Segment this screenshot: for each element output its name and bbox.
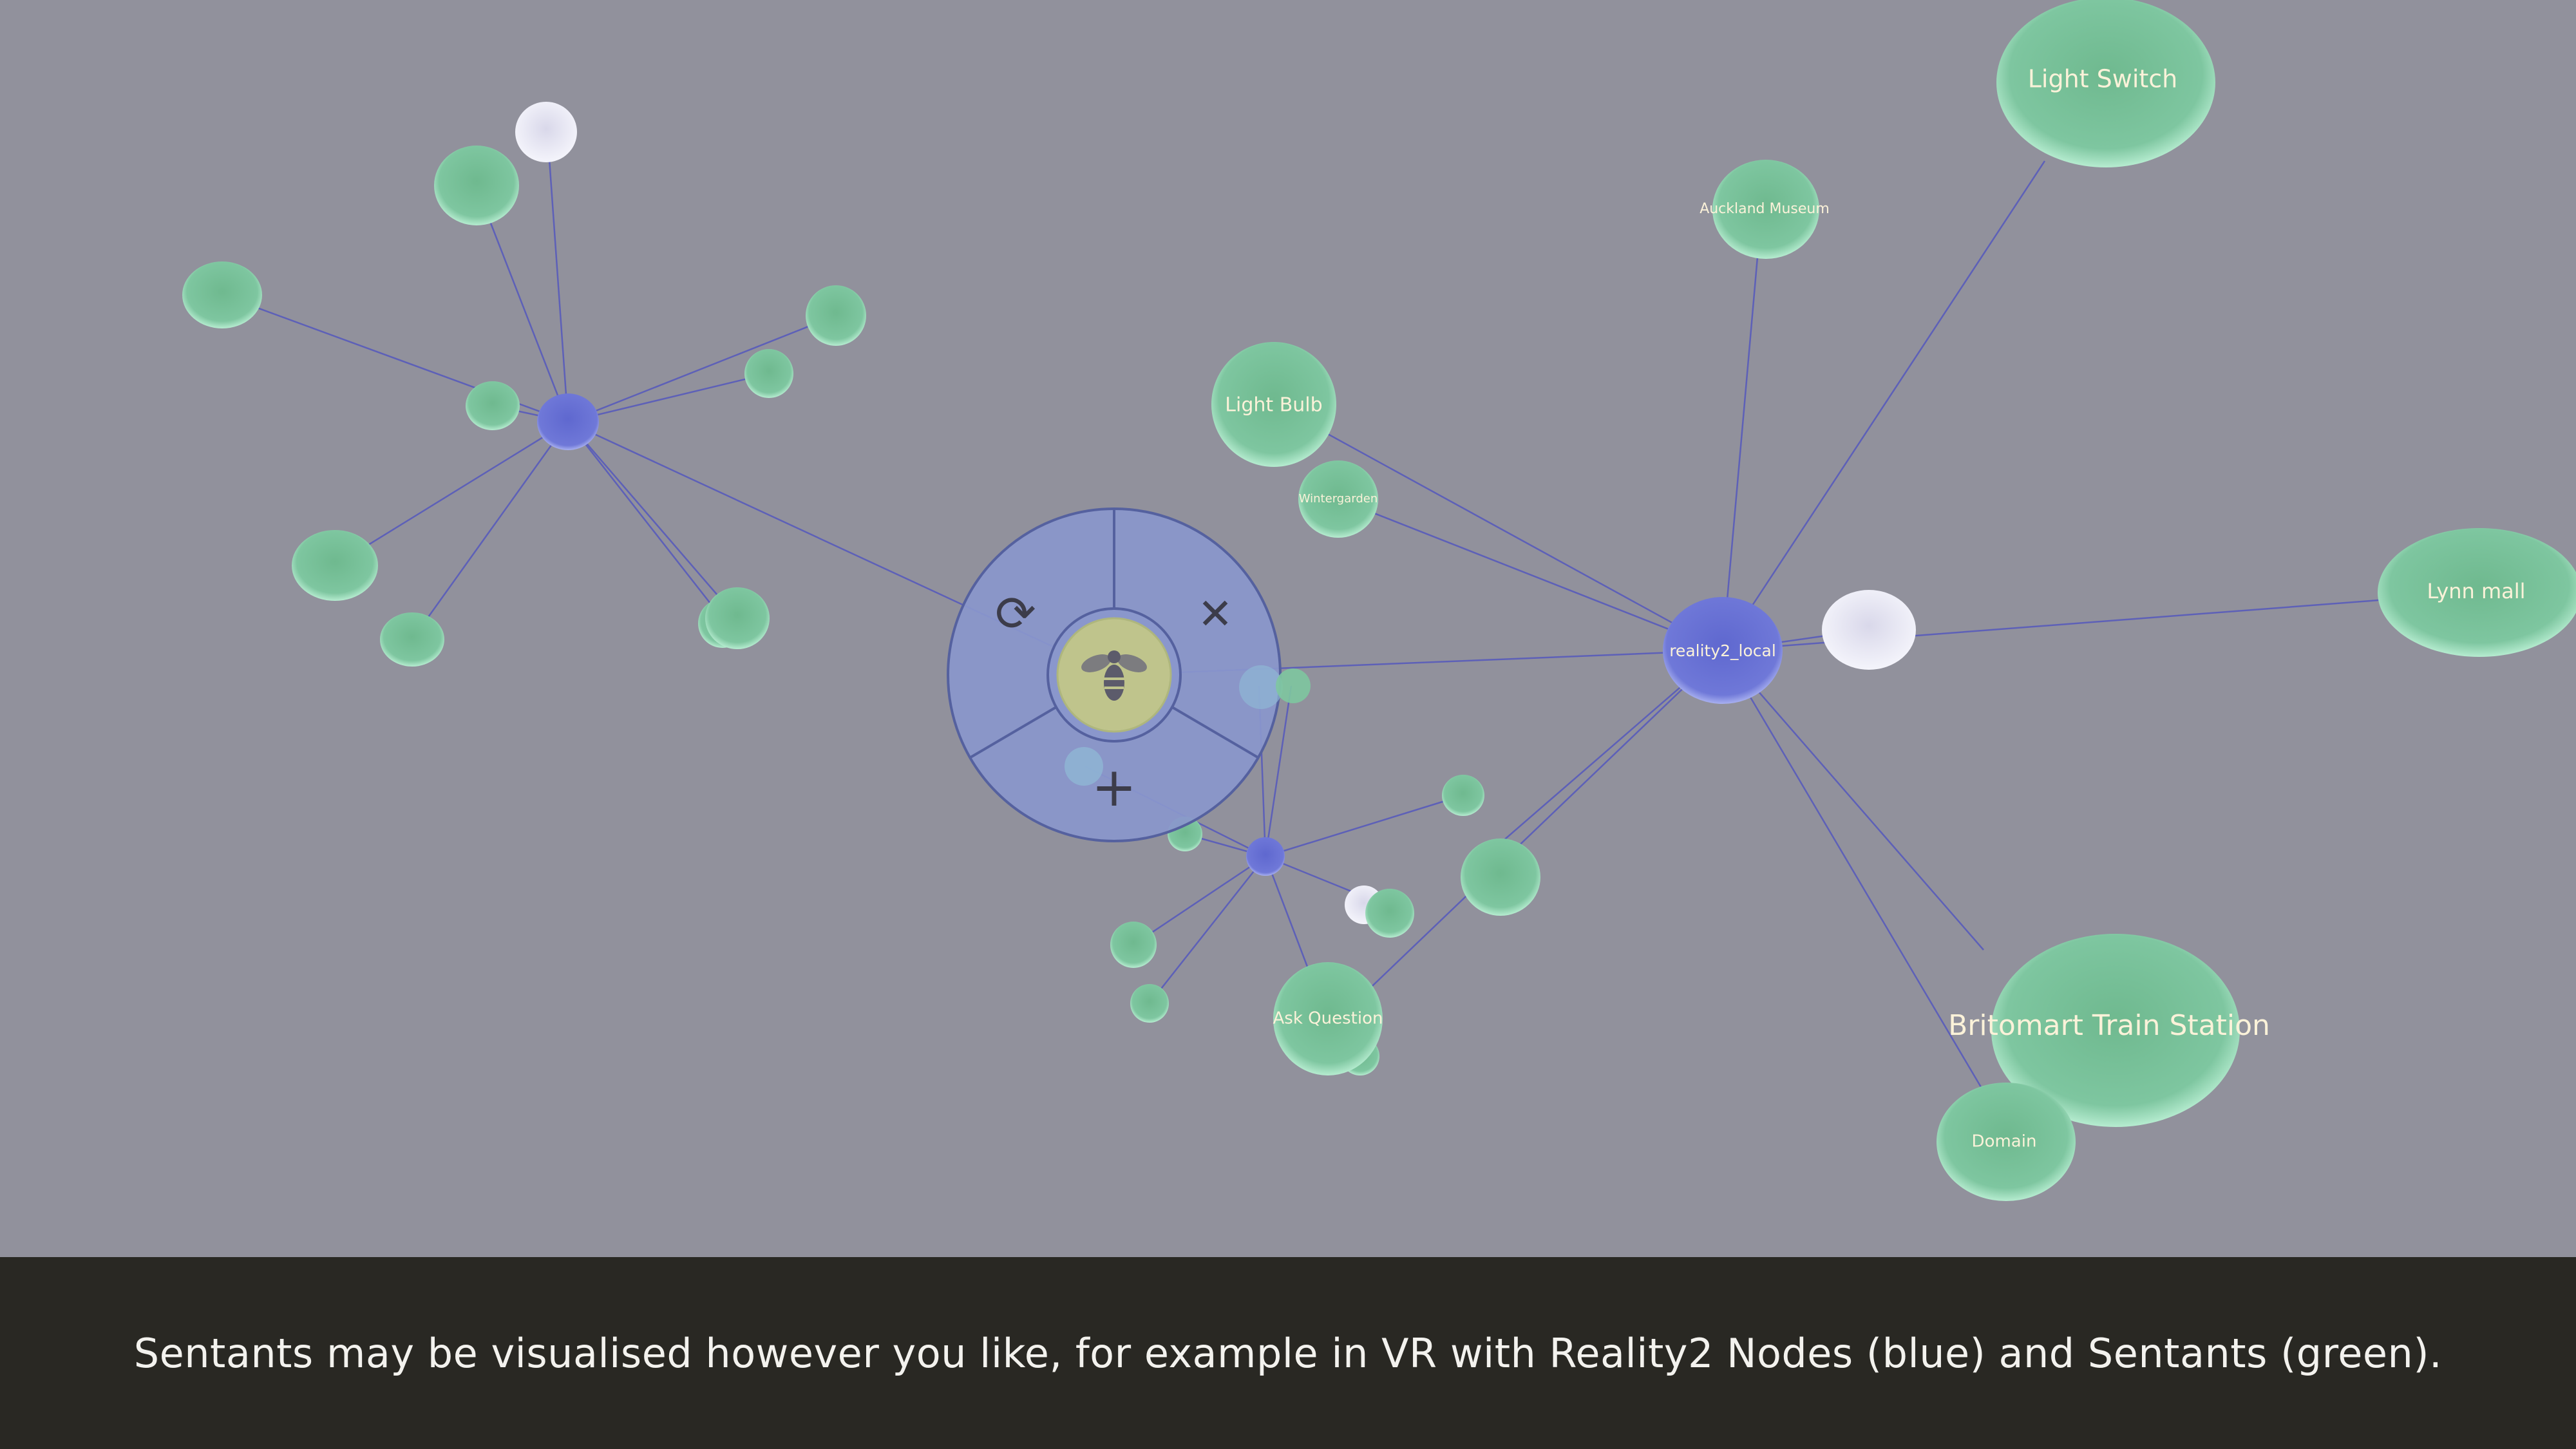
sentant-label: Light Bulb xyxy=(1225,394,1322,417)
link xyxy=(567,372,770,423)
link xyxy=(411,421,569,640)
menu-divider xyxy=(969,706,1057,759)
sentant-label: Ask Question xyxy=(1273,1009,1383,1028)
ghost-sentant xyxy=(1276,668,1311,703)
sentant[interactable] xyxy=(1110,922,1157,968)
right-cluster xyxy=(1211,0,2576,1201)
link xyxy=(1273,403,1723,652)
node-hub-left[interactable] xyxy=(537,393,599,450)
sentant-light-switch[interactable] xyxy=(1996,0,2215,167)
node-reality2-local[interactable] xyxy=(1663,597,1783,704)
radial-menu: ⟳ ✕ + xyxy=(947,507,1311,842)
sentant-britomart[interactable] xyxy=(1991,934,2240,1127)
sentant[interactable] xyxy=(434,146,519,225)
link xyxy=(1342,650,1723,1015)
link xyxy=(567,421,725,622)
network-graph: ⟳ ✕ + Light Switch Auckland Museum Light… xyxy=(182,0,2576,1201)
sentant[interactable] xyxy=(182,261,262,328)
link xyxy=(334,421,569,567)
bottom-cluster xyxy=(1110,775,1540,1075)
sentant-lynn-mall[interactable] xyxy=(2378,528,2576,657)
link xyxy=(546,131,569,422)
sentant[interactable] xyxy=(380,612,444,667)
sentant-label: Domain xyxy=(1972,1132,2037,1151)
link xyxy=(1721,650,1994,1108)
sentant-label: Wintergarden xyxy=(1299,492,1378,506)
sentant-domain[interactable] xyxy=(1937,1083,2076,1201)
link xyxy=(1721,160,2046,651)
sentant[interactable] xyxy=(705,587,770,649)
link xyxy=(1722,650,1984,951)
sentant-label: Light Switch xyxy=(2028,65,2178,93)
sentant[interactable] xyxy=(744,349,793,398)
labels: Light Switch Auckland Museum Light Bulb … xyxy=(1225,65,2525,1151)
refresh-icon[interactable]: ⟳ xyxy=(995,585,1036,642)
sentant[interactable] xyxy=(1442,775,1484,816)
sentant-label: Auckland Museum xyxy=(1700,201,1830,217)
plus-icon[interactable]: + xyxy=(1092,755,1137,819)
vr-scene: ⟳ ✕ + Light Switch Auckland Museum Light… xyxy=(182,0,2576,1201)
sentant[interactable] xyxy=(292,530,378,601)
sentant-label: Britomart Train Station xyxy=(1948,1009,2270,1042)
sentant[interactable] xyxy=(466,381,520,430)
close-icon[interactable]: ✕ xyxy=(1197,589,1233,639)
sentant-light-bulb[interactable] xyxy=(1211,342,1336,467)
node-hub-bottom[interactable] xyxy=(1246,837,1285,876)
link xyxy=(567,421,738,619)
menu-divider xyxy=(1171,706,1259,759)
sentant[interactable] xyxy=(1130,984,1169,1023)
ghost-sentant xyxy=(1065,747,1103,786)
sentant[interactable] xyxy=(1461,838,1540,916)
sentant-wintergarden[interactable] xyxy=(1298,460,1378,538)
link xyxy=(1133,855,1266,946)
node-label: reality2_local xyxy=(1669,641,1776,660)
caption-bar: Sentants may be visualised however you l… xyxy=(0,1257,2576,1449)
sentant-label: Lynn mall xyxy=(2427,579,2525,603)
link xyxy=(567,314,837,423)
link xyxy=(1721,205,1763,651)
sentant-auckland-museum[interactable] xyxy=(1712,160,1819,259)
bee-icon xyxy=(1081,650,1147,701)
link xyxy=(1338,498,1723,652)
link xyxy=(1265,794,1464,858)
sentant[interactable] xyxy=(806,285,866,346)
link xyxy=(475,186,569,422)
ghost-sentant[interactable] xyxy=(515,102,577,162)
sentant-ask-question[interactable] xyxy=(1273,962,1383,1075)
ghost-sentant xyxy=(1239,665,1283,709)
link xyxy=(1264,685,1293,857)
caption-text: Sentants may be visualised however you l… xyxy=(133,1329,2443,1377)
link xyxy=(1149,856,1266,1004)
ghost-sentant[interactable] xyxy=(1822,590,1916,670)
sentant[interactable] xyxy=(1365,889,1414,938)
left-cluster xyxy=(182,102,866,667)
